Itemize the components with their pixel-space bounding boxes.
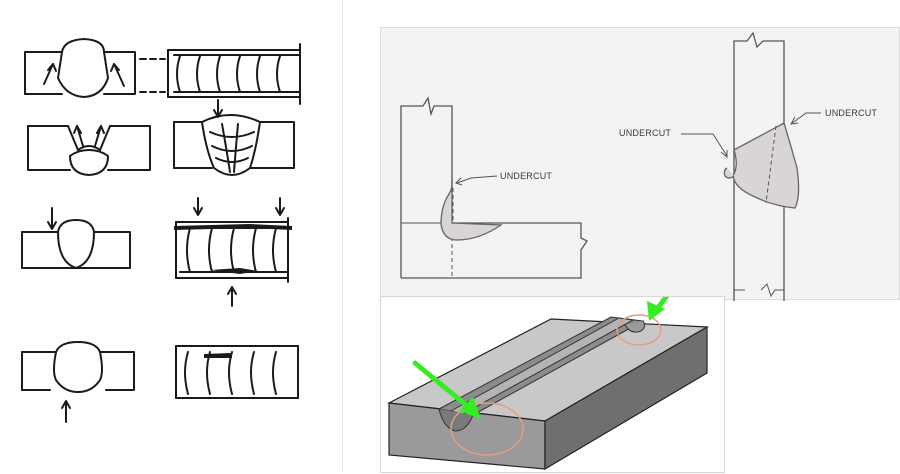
undercut-label-right: UNDERCUT (825, 108, 877, 118)
sketch-row4-cross-section (21, 341, 135, 423)
undercut-diagram-panel: UNDERCUT UNDERCUT UNDERCUT (380, 27, 900, 301)
3d-weld-plate (386, 297, 710, 471)
weld-bead (437, 316, 646, 432)
weld-defect-sketches (21, 38, 301, 423)
sketch-row4-plan-view (175, 345, 299, 399)
weld-defect-sketches-panel (0, 0, 342, 473)
plate-body (386, 318, 710, 471)
undercut-highlight-ring-back (616, 314, 662, 346)
3d-weld-plate-panel (380, 296, 725, 473)
fillet-weld-diagram (400, 96, 588, 279)
green-arrow-back (647, 297, 670, 321)
sketch-row3-cross-section (21, 207, 131, 269)
undercut-highlight-ring-front (450, 402, 524, 456)
sketch-row1-cross-section (24, 38, 166, 98)
t-joint-weld-diagram (681, 31, 821, 301)
sketch-row2-multipass (173, 99, 295, 176)
green-arrow-front (412, 360, 481, 419)
undercut-label-left: UNDERCUT (619, 128, 671, 138)
undercut-diagrams: UNDERCUT UNDERCUT UNDERCUT (400, 31, 877, 301)
sketch-row2-cross-section (27, 125, 151, 176)
undercut-label-fillet: UNDERCUT (500, 171, 552, 181)
sketch-row3-plan-view (175, 197, 289, 307)
panel-divider (342, 0, 343, 473)
sketch-row1-plan-view (167, 43, 301, 105)
